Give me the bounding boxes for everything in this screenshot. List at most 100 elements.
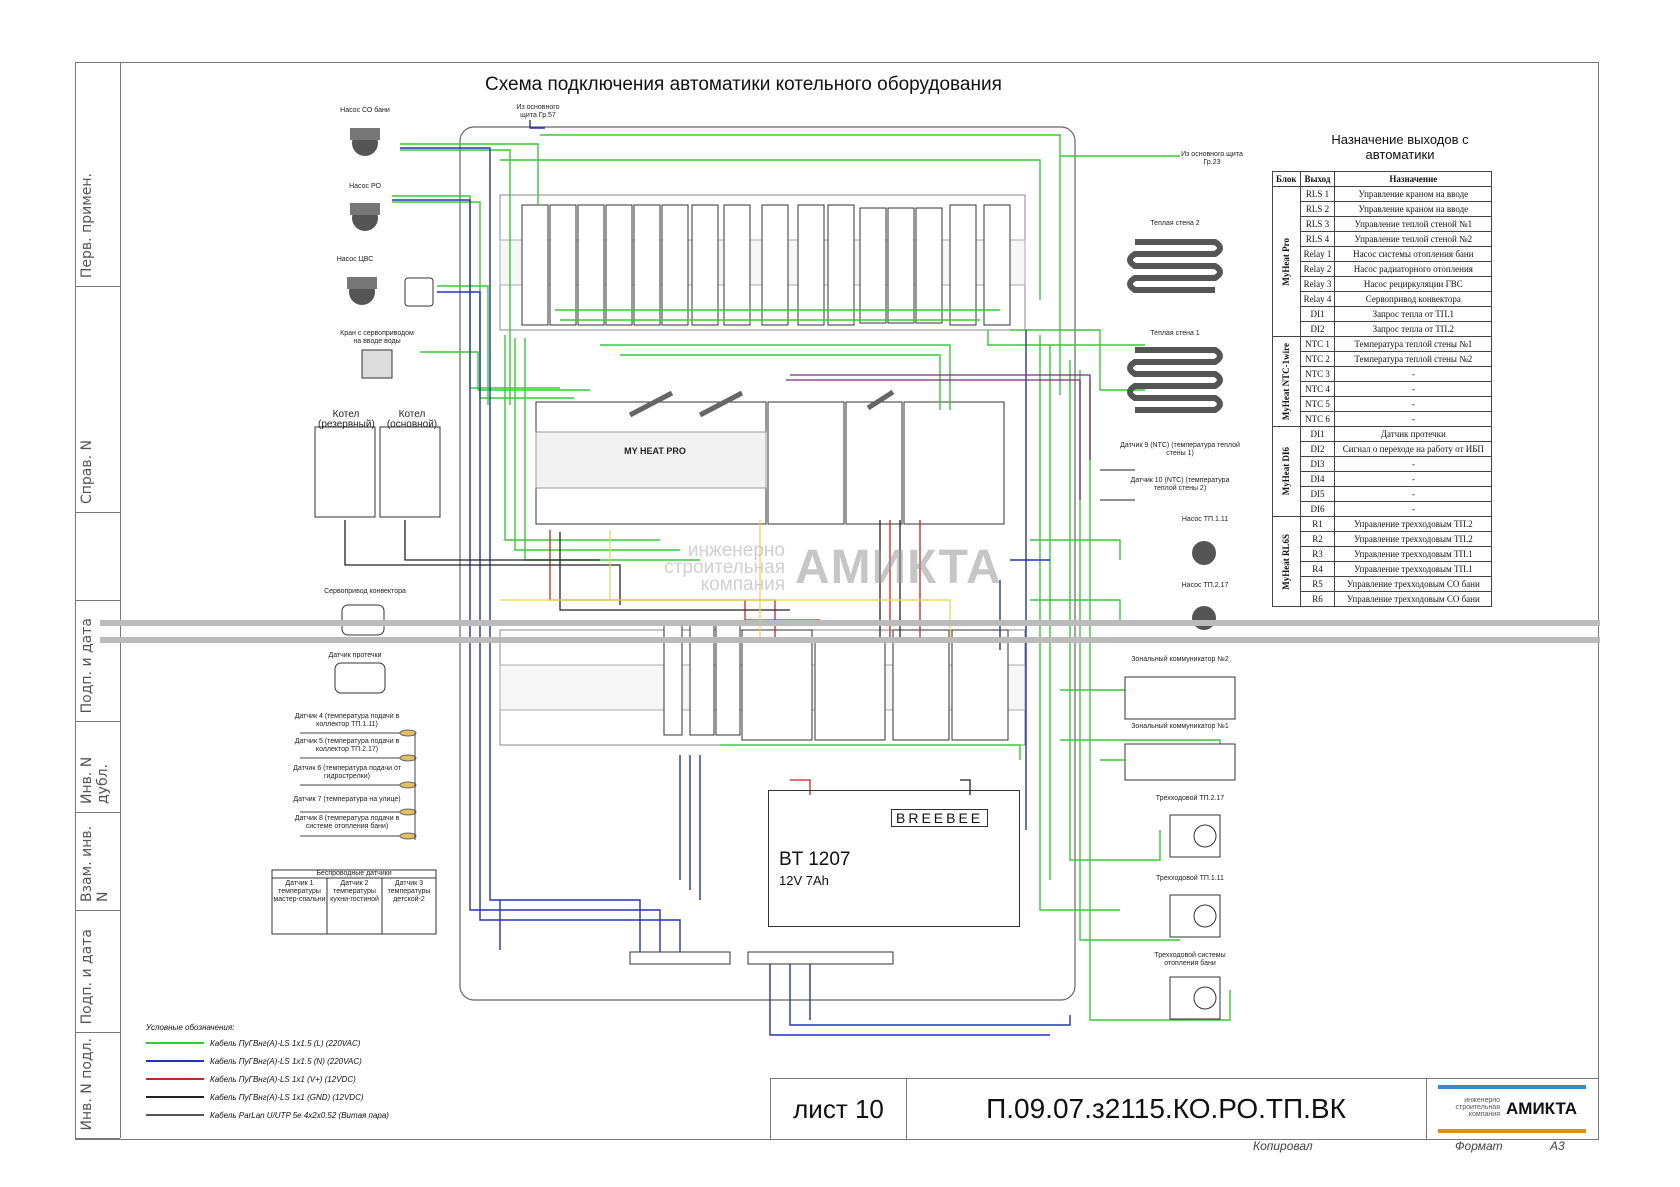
table-cell-purpose: - [1334,411,1493,427]
label-valve-banya: Трехходовой системы отопления бани [1154,952,1226,967]
terminal-bar-n [629,951,731,965]
label-sensor9: Датчик 9 (NTC) (температура теплой стены… [1120,442,1240,457]
ups-module [741,629,813,741]
table-block-cell: MyHeat Pro [1272,186,1301,337]
legend-label: Кабель ПуГВнг(А)-LS 1х1 (GND) (12VDC) [210,1092,364,1102]
sheet-number: лист 10 [771,1079,907,1139]
label-valve: Кран с сервоприводом на вводе воды [340,330,414,345]
table-cell-output: NTC 3 [1299,366,1336,382]
table-row: NTC 3- [1273,366,1493,382]
label-pump-tp111: Насос ТП.1.11 [1181,516,1229,523]
table-cell-purpose: Управление теплой стеной №2 [1334,231,1493,247]
table-header-block: Блок [1272,171,1301,187]
drawing-field [120,62,1598,1138]
side-cell-sprav: Справ. N [75,286,120,513]
label-zone1: Зональный коммуникатор №1 [1131,723,1229,730]
company-logo: инженерно строительная компания АМИКТА [1426,1079,1598,1139]
table-cell-output: DI6 [1299,501,1336,517]
table-cell-output: NTC 2 [1299,351,1336,367]
table-cell-purpose: Управление трехходовым ТП.2 [1334,516,1493,532]
pump-gvs-symbol [347,277,377,305]
table-cell-purpose: - [1334,381,1493,397]
pump-ro-symbol [350,203,380,231]
legend-label: Кабель ПуГВнг(А)-LS 1х1.5 (L) (220VAC) [210,1038,361,1048]
label-main-panel-right: Из основного щита Гр.23 [1181,151,1243,166]
legend-line-swatch [146,1078,204,1080]
table-cell-purpose: Запрос тепла от ТП.2 [1334,321,1493,337]
title-block: лист 10 П.09.07.з2115.КО.РО.ТП.ВК инжене… [770,1078,1598,1139]
label-wireless1: Датчик 1 температуры мастер-спальни [273,880,326,903]
table-block-cell: MyHeat RL6S [1272,516,1301,607]
table-block-cell: MyHeat NTC-1wire [1272,336,1301,427]
digital-bus-module [892,629,950,741]
table-cell-output: Relay 4 [1299,291,1336,307]
table-cell-output: DI2 [1299,441,1336,457]
radio-module [845,401,903,525]
legend-item: Кабель ПуГВнг(А)-LS 1х1.5 (L) (220VAC) [146,1034,389,1052]
table-header-output: Выход [1299,171,1336,187]
table-cell-purpose: Управление трехходовым ТП.1 [1334,546,1493,562]
boiler-reserve-symbol [314,426,376,518]
temperature-sensor-symbols [399,729,417,840]
table-cell-output: DI5 [1299,486,1336,502]
pump-banya-symbol [350,128,380,156]
table-cell-output: DI3 [1299,456,1336,472]
table-cell-purpose: - [1334,396,1493,412]
table-cell-output: NTC 1 [1299,336,1336,352]
table-row: DI5- [1273,486,1493,502]
document-code: П.09.07.з2115.КО.РО.ТП.ВК [906,1079,1427,1139]
table-cell-purpose: Сигнал о переходе на работу от ИБП [1334,441,1493,457]
logo-big-text: АМИКТА [1506,1099,1578,1118]
legend-item: Кабель ПуГВнг(А)-LS 1х1.5 (N) (220VAC) [146,1052,389,1070]
valve-symbol [361,349,393,379]
table-cell-purpose: Насос системы отопления бани [1334,246,1493,262]
table-cell-output: DI1 [1299,306,1336,322]
legend-item: Кабель ПуГВнг(А)-LS 1х1 (V+) (12VDC) [146,1070,389,1088]
table-row: DI6- [1273,501,1493,517]
legend-item: Кабель ParLan U/UTP 5e 4х2х0.52 (Витая п… [146,1106,389,1124]
table-cell-output: NTC 6 [1299,411,1336,427]
psu-module [814,639,886,741]
label-valve-tp111: Трехходовой ТП.1.11 [1156,875,1224,882]
table-cell-purpose: Управление краном на вводе [1334,201,1493,217]
label-valve-tp217: Трехходовой ТП.2.17 [1155,795,1225,802]
label-wireless2: Датчик 2 температуры кухни-гостиной [330,880,379,903]
zone-communicator-1-symbol [1124,743,1236,781]
table-cell-output: R2 [1299,531,1336,547]
legend-title: Условные обозначения: [146,1023,235,1032]
battery-name: BT 1207 [779,849,851,870]
legend-line-swatch [146,1042,204,1044]
label-boiler-reserve: Котел (резервный) [318,409,375,430]
circuit-breakers [521,204,1011,326]
label-servo: Сервопривод конвектора [324,588,406,595]
watermark: инженерно строительная компания АМИКТА [655,540,1002,595]
battery: BREEBEE BT 1207 12V 7Ah [768,790,1020,927]
legend-label: Кабель ПуГВнг(А)-LS 1х1 (V+) (12VDC) [210,1074,356,1084]
valve-banya-symbol [1169,976,1221,1020]
footer-format: А3 [1550,1139,1565,1153]
warm-wall-1-symbol [1127,347,1223,413]
table-cell-output: R6 [1299,591,1336,607]
side-cell-vzam: Взам. инв. N [75,812,120,911]
table-cell-output: RLS 1 [1299,186,1336,202]
logo-small-text: инженерно строительная компания [1455,1097,1500,1118]
table-header-purpose: Назначение [1334,171,1493,187]
battery-brand: BREEBEE [891,809,989,827]
table-cell-output: R3 [1299,546,1336,562]
table-row: NTC 4- [1273,381,1493,397]
table-cell-output: Relay 3 [1299,276,1336,292]
side-cell-inv-podl: Инв. N подл. [75,1032,120,1139]
label-leak-sensor: Датчик протечки [328,652,382,659]
legend-label: Кабель ПуГВнг(А)-LS 1х1.5 (N) (220VAC) [210,1056,362,1066]
side-cell-podp2: Подп. и дата [75,910,120,1033]
table-cell-purpose: - [1334,471,1493,487]
legend-line-swatch [146,1114,204,1116]
legend: Условные обозначения: Кабель ПуГВнг(А)-L… [146,1023,389,1124]
